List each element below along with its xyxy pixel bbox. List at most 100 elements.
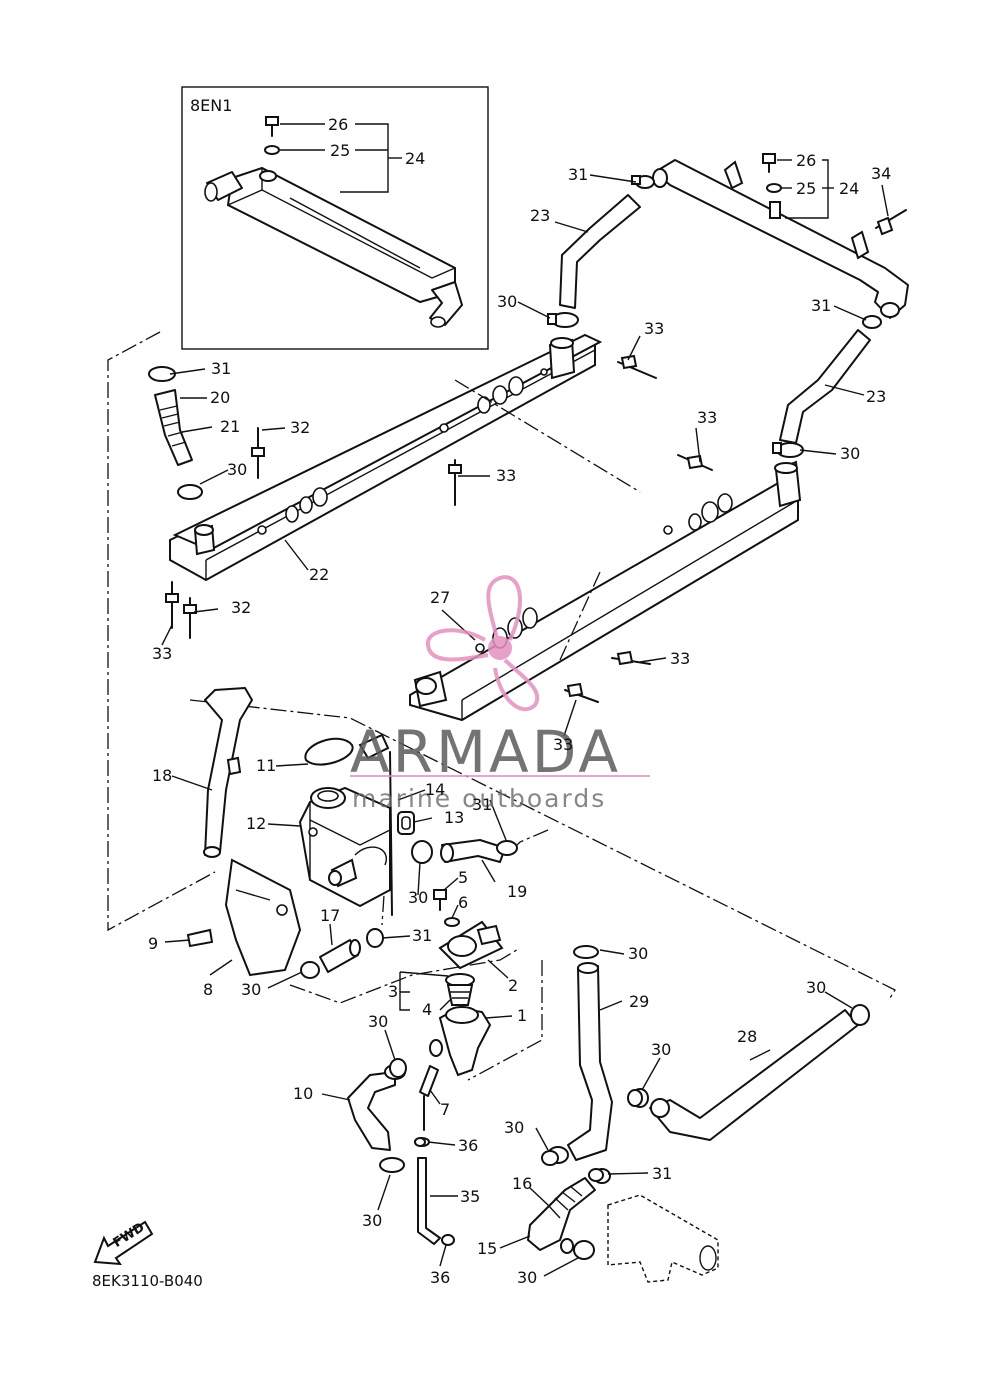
callout-label: 23 [866, 387, 887, 406]
callout-label: 5 [458, 868, 469, 887]
callout-label: 22 [309, 565, 330, 584]
callout-label: 12 [246, 814, 267, 833]
callout-label: 24 [405, 149, 426, 168]
watermark-title: ARMADA [350, 718, 622, 786]
callout-label: 30 [408, 888, 429, 907]
clamps-lower [389, 1058, 643, 1182]
callout-label: 2 [508, 976, 519, 995]
callout-label: 36 [430, 1268, 451, 1287]
manifold-22 [169, 333, 603, 582]
callout-label: 27 [430, 588, 451, 607]
callout-label: 32 [231, 598, 252, 617]
callout-label: 30 [362, 1211, 383, 1230]
callout-label: 31 [211, 359, 232, 378]
hose-23-right [779, 329, 871, 444]
callout-label: 16 [512, 1174, 533, 1193]
hose-29 [547, 945, 613, 1164]
callout-label: 30 [227, 460, 248, 479]
callout-label: 30 [504, 1118, 525, 1137]
thermostat-3-4 [445, 973, 475, 1006]
callout-label: 20 [210, 388, 231, 407]
callout-label: 8 [203, 980, 214, 999]
thermostat-cover-2 [433, 889, 504, 970]
callout-label: 25 [330, 141, 351, 160]
document-code: 8EK3110-B040 [92, 1272, 203, 1290]
gasket-13 [397, 811, 415, 835]
callout-label: 19 [507, 882, 528, 901]
inset-box-frame [181, 86, 489, 350]
upper-cooling-pipe [652, 159, 909, 319]
callout-label: 9 [148, 934, 159, 953]
callout-label: 29 [629, 992, 650, 1011]
leader-lines [161, 174, 867, 1277]
reference-lines [107, 331, 896, 1081]
callout-label: 36 [458, 1136, 479, 1155]
callout-label: 28 [737, 1027, 758, 1046]
hose-17 [300, 928, 384, 979]
hose-15-16 [527, 1168, 611, 1260]
clamp-31-right [862, 315, 882, 329]
hose-28 [631, 1004, 870, 1141]
callout-label: 30 [497, 292, 518, 311]
callout-label: 15 [477, 1239, 498, 1258]
callout-label: 33 [644, 319, 665, 338]
reservoir-tank [298, 733, 393, 916]
callout-label: 30 [368, 1012, 389, 1031]
tank-cap-11 [304, 737, 354, 766]
callout-label: 33 [496, 466, 517, 485]
hose-18 [203, 687, 253, 858]
clamp-30-right [772, 442, 804, 458]
callout-label: 35 [460, 1187, 481, 1206]
callout-label: 25 [796, 179, 817, 198]
callout-label: 18 [152, 766, 173, 785]
callout-label: 6 [458, 893, 469, 912]
callout-label: 13 [444, 808, 465, 827]
callout-label: 30 [651, 1040, 672, 1059]
callout-label: 31 [472, 795, 493, 814]
anode-34 [875, 184, 907, 236]
hose-20-21 [148, 366, 203, 500]
callout-label: 14 [425, 780, 446, 799]
callout-label: 26 [328, 115, 349, 134]
inset-bolt-washer [264, 116, 402, 193]
callout-label: 33 [553, 735, 574, 754]
hose-23-upper [559, 194, 641, 309]
manifold-27 [409, 460, 802, 722]
callout-label: 33 [697, 408, 718, 427]
callout-label: 30 [241, 980, 262, 999]
callout-label: 26 [796, 151, 817, 170]
callout-label: 10 [293, 1084, 314, 1103]
callout-label: 24 [839, 179, 860, 198]
bracket-8 [186, 858, 302, 977]
upper-bolt-washer [762, 153, 834, 219]
callout-label: 33 [152, 644, 173, 663]
callout-label: 33 [670, 649, 691, 668]
callout-label: 30 [517, 1268, 538, 1287]
callout-label: 31 [568, 165, 589, 184]
watermark-propeller-icon [426, 575, 540, 712]
callout-label: 30 [806, 978, 827, 997]
callout-label: 1 [517, 1006, 528, 1025]
hose-7 [419, 1065, 439, 1131]
hose-35 [414, 1137, 455, 1246]
callout-label: 4 [422, 1000, 433, 1019]
callout-label: 32 [290, 418, 311, 437]
thermostat-housing-1 [429, 1006, 492, 1077]
callout-label: 31 [412, 926, 433, 945]
hose-19 [411, 839, 518, 864]
fwd-arrow-icon [93, 1220, 154, 1266]
callout-label: 11 [256, 756, 277, 775]
hose-10 [347, 1064, 406, 1173]
callout-label: 23 [530, 206, 551, 225]
stud-bolts [165, 354, 713, 703]
callout-label: 7 [440, 1100, 451, 1119]
watermark-subtitle: marine outboards [352, 784, 607, 813]
outlet-fitting [607, 1194, 719, 1283]
callout-label: 34 [871, 164, 892, 183]
callout-label: 30 [628, 944, 649, 963]
callout-label: 21 [220, 417, 241, 436]
clamp-30-upper [547, 312, 579, 328]
callout-label: 17 [320, 906, 341, 925]
